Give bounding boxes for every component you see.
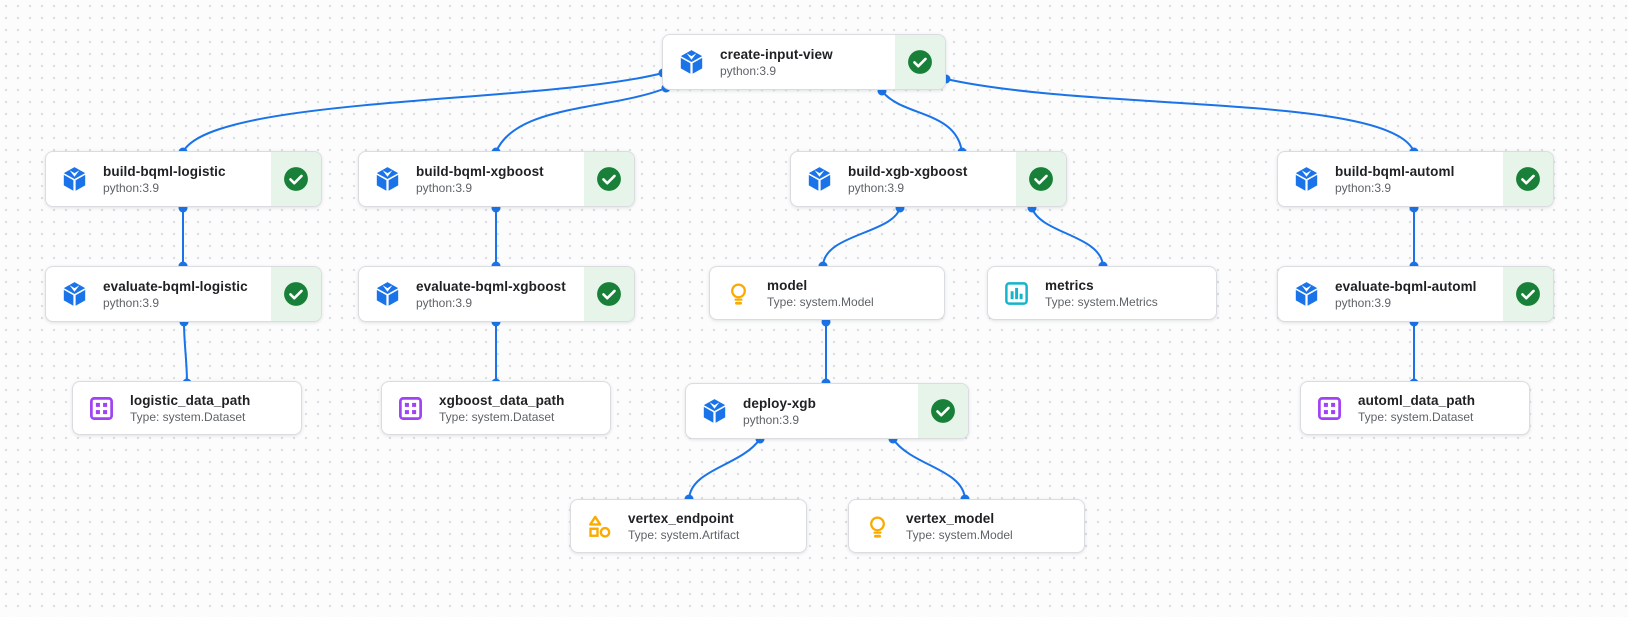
component-cube-icon bbox=[677, 48, 705, 76]
component-cube-icon bbox=[373, 165, 401, 193]
edge-create-input-view-to-build-bqml-xgboost bbox=[495, 87, 667, 153]
node-title: xgboost_data_path bbox=[439, 392, 565, 408]
component-cube-icon bbox=[373, 280, 401, 308]
node-title: vertex_model bbox=[906, 510, 995, 526]
node-title: build-xgb-xgboost bbox=[848, 163, 968, 179]
node-subtitle: python:3.9 bbox=[743, 412, 800, 427]
success-check-icon bbox=[597, 282, 621, 306]
node-title: evaluate-bqml-automl bbox=[1335, 278, 1477, 294]
status-succeeded-badge bbox=[918, 384, 968, 438]
component-cube-icon bbox=[1292, 280, 1320, 308]
node-title: deploy-xgb bbox=[743, 395, 817, 411]
dataset-grid-icon bbox=[1315, 394, 1343, 422]
status-succeeded-badge bbox=[1503, 267, 1553, 321]
edge-deploy-xgb-to-vertex_endpoint bbox=[688, 438, 761, 500]
component-cube-icon bbox=[700, 397, 728, 425]
node-subtitle: python:3.9 bbox=[103, 180, 160, 195]
status-succeeded-badge bbox=[584, 267, 634, 321]
artifact-shapes-icon bbox=[585, 512, 613, 540]
lightbulb-icon bbox=[724, 279, 752, 307]
node-title: build-bqml-automl bbox=[1335, 163, 1455, 179]
edge-evaluate-bqml-logistic-to-logistic_data_path bbox=[183, 321, 188, 384]
node-title: evaluate-bqml-logistic bbox=[103, 278, 248, 294]
node-title: model bbox=[767, 277, 808, 293]
success-check-icon bbox=[931, 399, 955, 423]
edge-create-input-view-to-build-bqml-logistic bbox=[182, 72, 664, 153]
node-subtitle: python:3.9 bbox=[848, 180, 905, 195]
node-subtitle: Type: system.Dataset bbox=[1358, 409, 1474, 424]
success-check-icon bbox=[1516, 167, 1540, 191]
node-title: build-bqml-logistic bbox=[103, 163, 226, 179]
node-title: automl_data_path bbox=[1358, 392, 1476, 408]
success-check-icon bbox=[284, 167, 308, 191]
node-subtitle: Type: system.Model bbox=[767, 294, 874, 309]
status-succeeded-badge bbox=[1016, 152, 1066, 206]
node-title: logistic_data_path bbox=[130, 392, 251, 408]
success-check-icon bbox=[284, 282, 308, 306]
edge-build-xgb-xgboost-to-model bbox=[822, 207, 901, 267]
node-subtitle: Type: system.Metrics bbox=[1045, 294, 1158, 309]
component-cube-icon bbox=[60, 280, 88, 308]
component-cube-icon bbox=[805, 165, 833, 193]
node-title: evaluate-bqml-xgboost bbox=[416, 278, 566, 294]
edge-create-input-view-to-build-bqml-automl bbox=[945, 78, 1415, 153]
success-check-icon bbox=[1516, 282, 1540, 306]
status-succeeded-badge bbox=[271, 267, 321, 321]
status-succeeded-badge bbox=[584, 152, 634, 206]
metrics-chart-icon bbox=[1002, 279, 1030, 307]
success-check-icon bbox=[908, 50, 932, 74]
component-cube-icon bbox=[1292, 165, 1320, 193]
edge-build-xgb-xgboost-to-metrics bbox=[1031, 207, 1104, 267]
lightbulb-icon bbox=[863, 512, 891, 540]
node-subtitle: Type: system.Dataset bbox=[439, 409, 555, 424]
node-subtitle: python:3.9 bbox=[1335, 180, 1392, 195]
status-succeeded-badge bbox=[1503, 152, 1553, 206]
node-subtitle: python:3.9 bbox=[1335, 295, 1392, 310]
edge-create-input-view-to-build-xgb-xgboost bbox=[881, 90, 963, 153]
node-title: build-bqml-xgboost bbox=[416, 163, 544, 179]
node-subtitle: python:3.9 bbox=[416, 180, 473, 195]
success-check-icon bbox=[1029, 167, 1053, 191]
component-cube-icon bbox=[60, 165, 88, 193]
node-subtitle: python:3.9 bbox=[416, 295, 473, 310]
status-succeeded-badge bbox=[895, 35, 945, 89]
status-succeeded-badge bbox=[271, 152, 321, 206]
node-subtitle: Type: system.Dataset bbox=[130, 409, 246, 424]
node-title: create-input-view bbox=[720, 46, 833, 62]
node-title: metrics bbox=[1045, 277, 1094, 293]
node-subtitle: python:3.9 bbox=[103, 295, 160, 310]
edge-deploy-xgb-to-vertex_model bbox=[892, 438, 966, 500]
node-subtitle: Type: system.Artifact bbox=[628, 527, 740, 542]
dataset-grid-icon bbox=[87, 394, 115, 422]
node-subtitle: python:3.9 bbox=[720, 63, 777, 78]
node-subtitle: Type: system.Model bbox=[906, 527, 1013, 542]
success-check-icon bbox=[597, 167, 621, 191]
node-title: vertex_endpoint bbox=[628, 510, 734, 526]
dataset-grid-icon bbox=[396, 394, 424, 422]
